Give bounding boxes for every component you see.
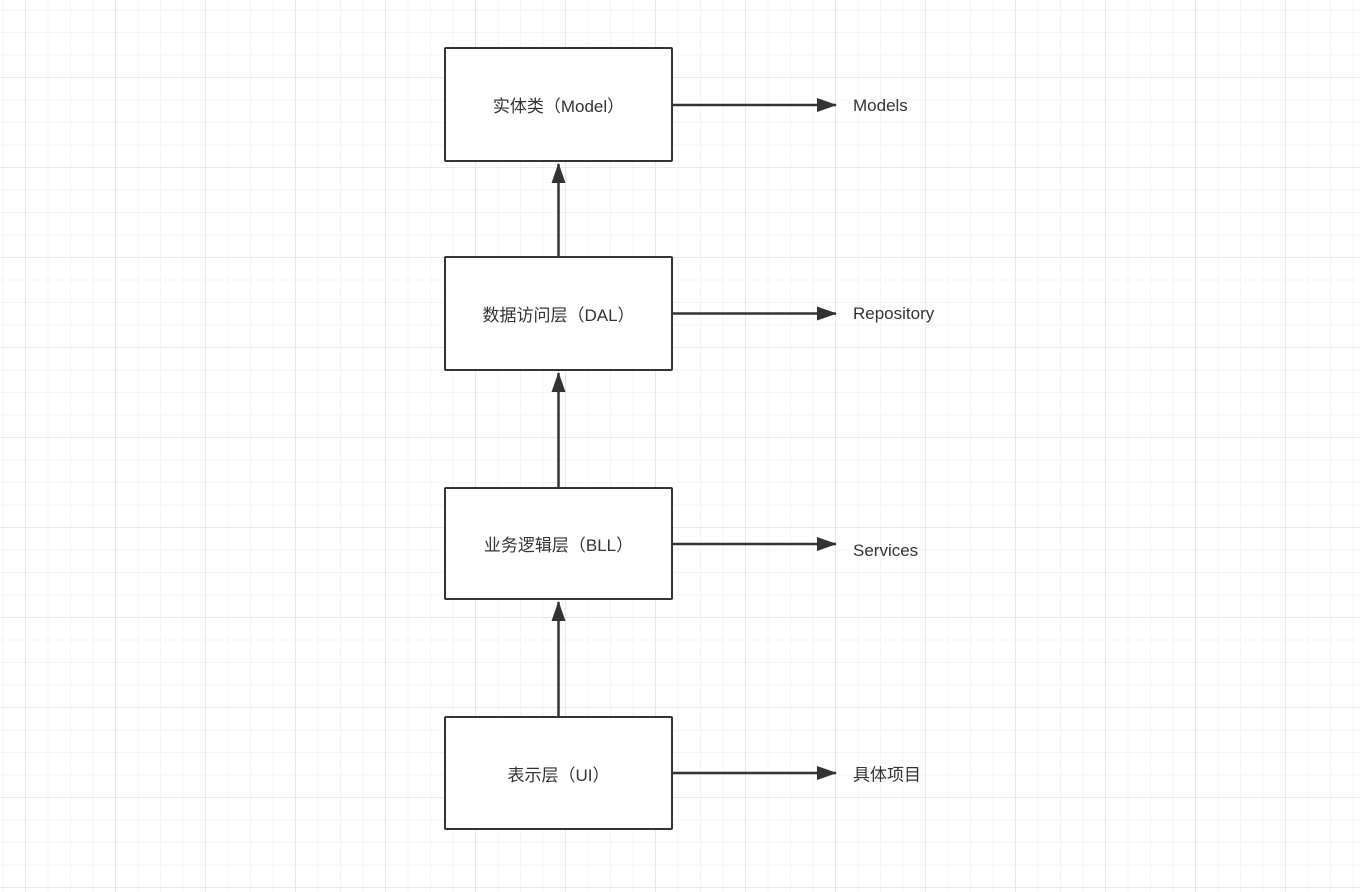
- node-bll-label: 业务逻辑层（BLL）: [483, 536, 634, 555]
- node-dal-label: 数据访问层（DAL）: [482, 306, 635, 325]
- node-model-label: 实体类（Model）: [492, 97, 625, 116]
- node-ui-box[interactable]: 表示层（UI）: [444, 716, 673, 830]
- node-bll-box[interactable]: 业务逻辑层（BLL）: [444, 487, 673, 600]
- annotation-repository[interactable]: Repository: [853, 304, 935, 323]
- node-ui-label: 表示层（UI）: [507, 765, 610, 785]
- node-model-box[interactable]: 实体类（Model）: [444, 47, 673, 162]
- annotation-models[interactable]: Models: [853, 96, 908, 115]
- annotation-services[interactable]: Services: [853, 541, 919, 560]
- node-dal-box[interactable]: 数据访问层（DAL）: [444, 256, 673, 371]
- annotation-project[interactable]: 具体项目: [853, 765, 921, 785]
